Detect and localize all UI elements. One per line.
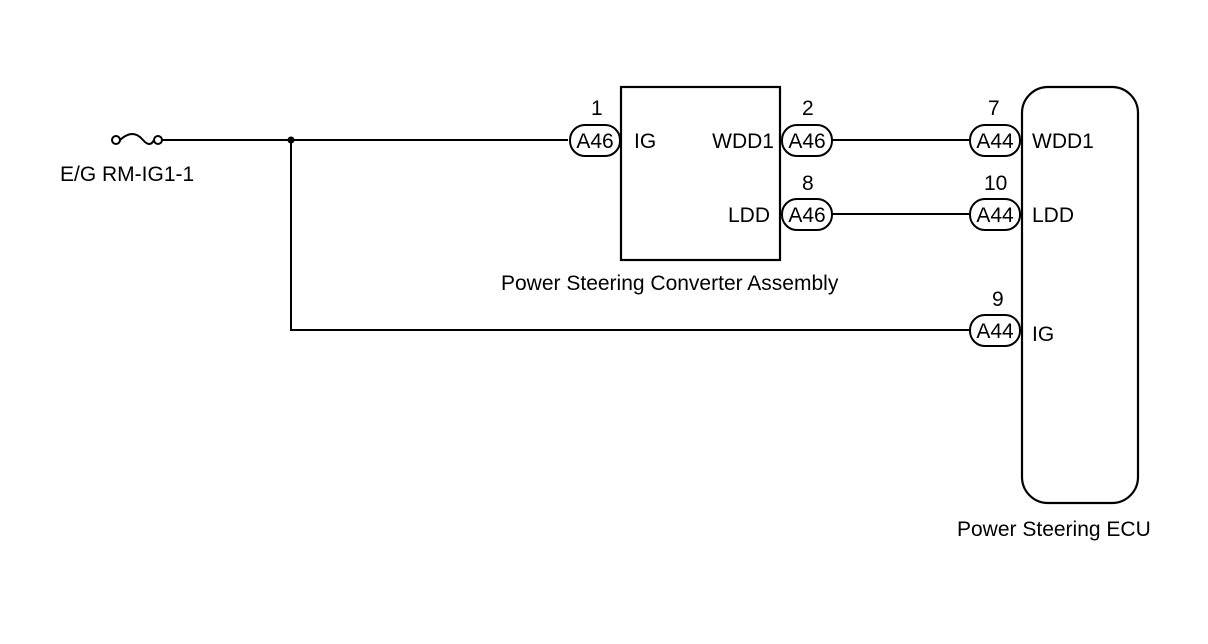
- power-steering-ecu-box: [1020, 85, 1140, 505]
- ecu-pin-wdd1-connector: [969, 124, 1021, 157]
- fuse-label: E/G RM-IG1-1: [60, 163, 194, 186]
- ecu-pin-ldd-connector: [969, 198, 1021, 231]
- ecu-caption: Power Steering ECU: [957, 518, 1151, 541]
- wire-ig-to-ecu: [290, 140, 970, 331]
- converter-pin-wdd1-connector-label: A46: [788, 130, 825, 153]
- converter-pin-ldd-connector: [781, 198, 833, 231]
- converter-pin-ig-name: IG: [634, 130, 656, 153]
- power-steering-converter-box: [619, 85, 782, 262]
- ecu-pin-ldd-name: LDD: [1032, 204, 1074, 227]
- ecu-pin-ig-number: 9: [992, 288, 1004, 311]
- ecu-pin-ldd-connector-label: A44: [976, 204, 1014, 227]
- converter-pin-wdd1-name: WDD1: [712, 130, 774, 153]
- ecu-pin-wdd1-number: 7: [988, 97, 1000, 120]
- converter-pin-ldd-number: 8: [802, 172, 814, 195]
- converter-pin-ig-connector: [569, 124, 621, 157]
- ecu-pin-ig-name: IG: [1032, 323, 1054, 346]
- ecu-pin-ig-connector-label: A44: [976, 320, 1014, 343]
- ecu-pin-ldd-number: 10: [984, 172, 1007, 195]
- converter-pin-wdd1-connector: [781, 124, 833, 157]
- converter-pin-wdd1-number: 2: [802, 97, 814, 120]
- converter-pin-ldd-name: LDD: [728, 204, 770, 227]
- fuse-icon: [111, 133, 163, 145]
- converter-pin-ig-number: 1: [591, 97, 603, 120]
- ecu-pin-wdd1-name: WDD1: [1032, 130, 1094, 153]
- converter-pin-ldd-connector-label: A46: [788, 204, 825, 227]
- converter-caption: Power Steering Converter Assembly: [501, 272, 839, 295]
- ecu-pin-ig-connector: [969, 314, 1021, 347]
- converter-pin-ig-connector-label: A46: [576, 130, 613, 153]
- ecu-pin-wdd1-connector-label: A44: [976, 130, 1014, 153]
